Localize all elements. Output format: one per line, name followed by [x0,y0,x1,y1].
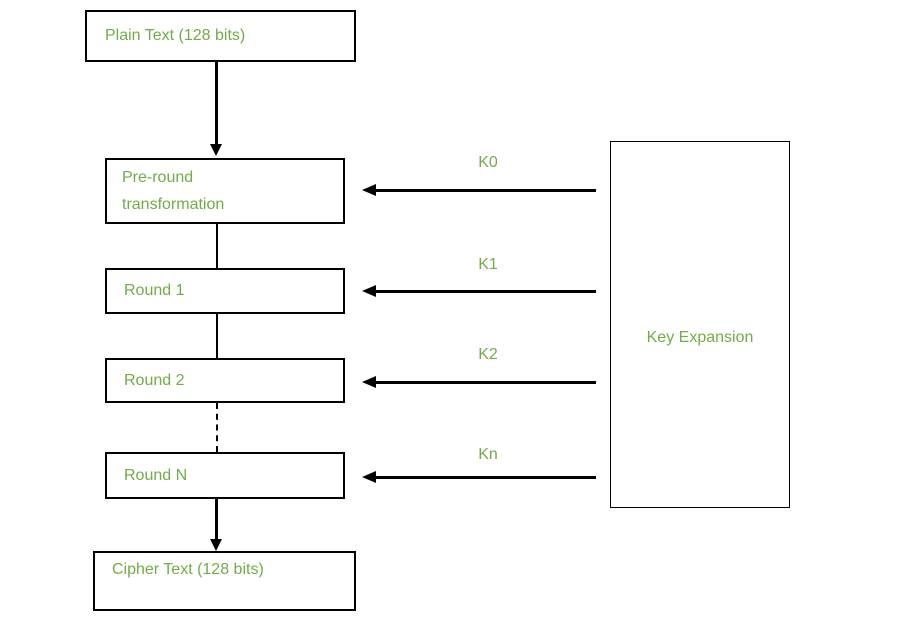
key-label-k2: K2 [478,346,498,363]
round-n-box: Round N [105,452,345,499]
arrow-k2-to-round2 [362,376,596,388]
arrow-k1-to-round1 [362,285,596,297]
arrow-down-head [210,144,222,156]
arrow-shaft [215,499,218,539]
arrow-shaft [374,188,596,192]
dashed-connector-round2-to-roundn [216,403,218,452]
pre-round-transformation-box: Pre-round transformation [105,158,345,224]
arrow-shaft [215,62,218,144]
key-label-k0: K0 [478,154,498,171]
connector-round1-to-round2 [216,314,218,358]
arrow-kn-to-roundn [362,471,596,483]
cipher-text-box: Cipher Text (128 bits) [93,551,356,611]
arrow-left-head [362,184,376,196]
arrow-down-head [210,539,222,551]
connector-preround-to-round1 [216,224,218,268]
key-label-k1: K1 [478,256,498,273]
key-label-kn: Kn [478,446,498,463]
arrow-left-head [362,285,376,297]
arrow-k0-to-preround [362,184,596,196]
key-expansion-label: Key Expansion [646,328,754,346]
arrow-left-head [362,376,376,388]
pre-round-transformation-label: Pre-round transformation [122,169,225,213]
arrow-shaft [374,289,596,293]
round-1-box: Round 1 [105,268,345,314]
round-2-label: Round 2 [124,371,185,389]
plain-text-box: Plain Text (128 bits) [85,10,356,62]
round-2-box: Round 2 [105,358,345,403]
key-expansion-box: Key Expansion [610,141,790,508]
plain-text-label: Plain Text (128 bits) [105,27,246,44]
arrow-shaft [374,475,596,479]
arrow-left-head [362,471,376,483]
arrow-roundn-to-ciphertext [210,499,223,551]
arrow-shaft [374,380,596,384]
round-1-label: Round 1 [124,282,185,299]
cipher-text-label: Cipher Text (128 bits) [112,561,264,578]
arrow-plaintext-to-preround [210,62,223,156]
round-n-label: Round N [124,466,188,484]
